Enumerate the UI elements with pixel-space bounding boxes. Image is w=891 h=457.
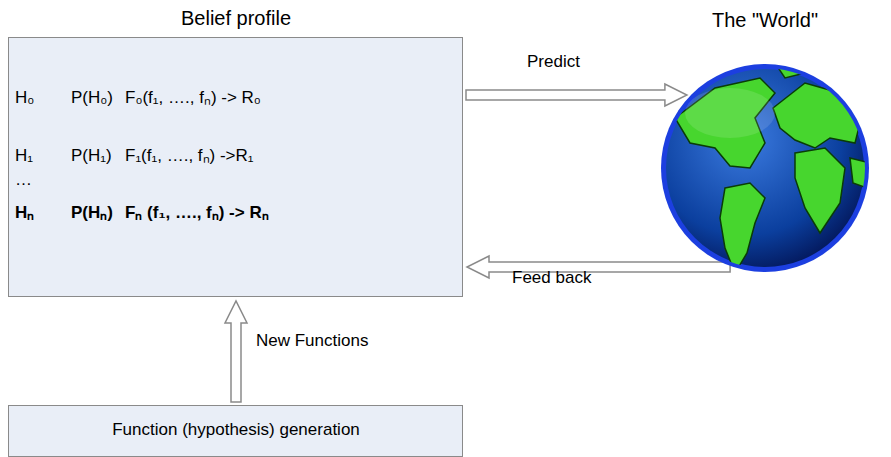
node-text: Fₙ (f₁, …., fₙ) -> Rₙ [125, 203, 269, 223]
node-text: Function (hypothesis) generation [112, 420, 360, 440]
arrow-label: Feed back [512, 268, 591, 288]
hypothesis-generation-box: Function (hypothesis) generation [8, 405, 463, 457]
world-globe: The "World" [655, 48, 875, 288]
node-text: H₀ [15, 88, 34, 108]
node-text: Hₙ [15, 203, 34, 223]
node-text: … [15, 170, 32, 190]
node-text: Belief profile [181, 6, 291, 30]
node-text: The "World" [712, 8, 818, 32]
globe-illustration [655, 48, 875, 288]
arrow-label: Predict [527, 52, 580, 72]
node-text: F₀(f₁, …., fₙ) -> R₀ [125, 88, 261, 108]
arrow-label: New Functions [256, 331, 368, 351]
block-arrow [466, 84, 687, 106]
node-text: P(Hₙ) [71, 203, 113, 223]
node-text: F₁(f₁, …., fₙ) ->R₁ [125, 146, 254, 166]
node-text: P(H₁) [71, 146, 112, 166]
block-arrow [225, 301, 247, 402]
block-arrow [467, 256, 730, 278]
belief-profile-box: Belief profileH₀P(H₀)F₀(f₁, …., fₙ) -> R… [8, 37, 463, 297]
node-text: H₁ [15, 146, 33, 166]
node-text: P(H₀) [71, 88, 113, 108]
